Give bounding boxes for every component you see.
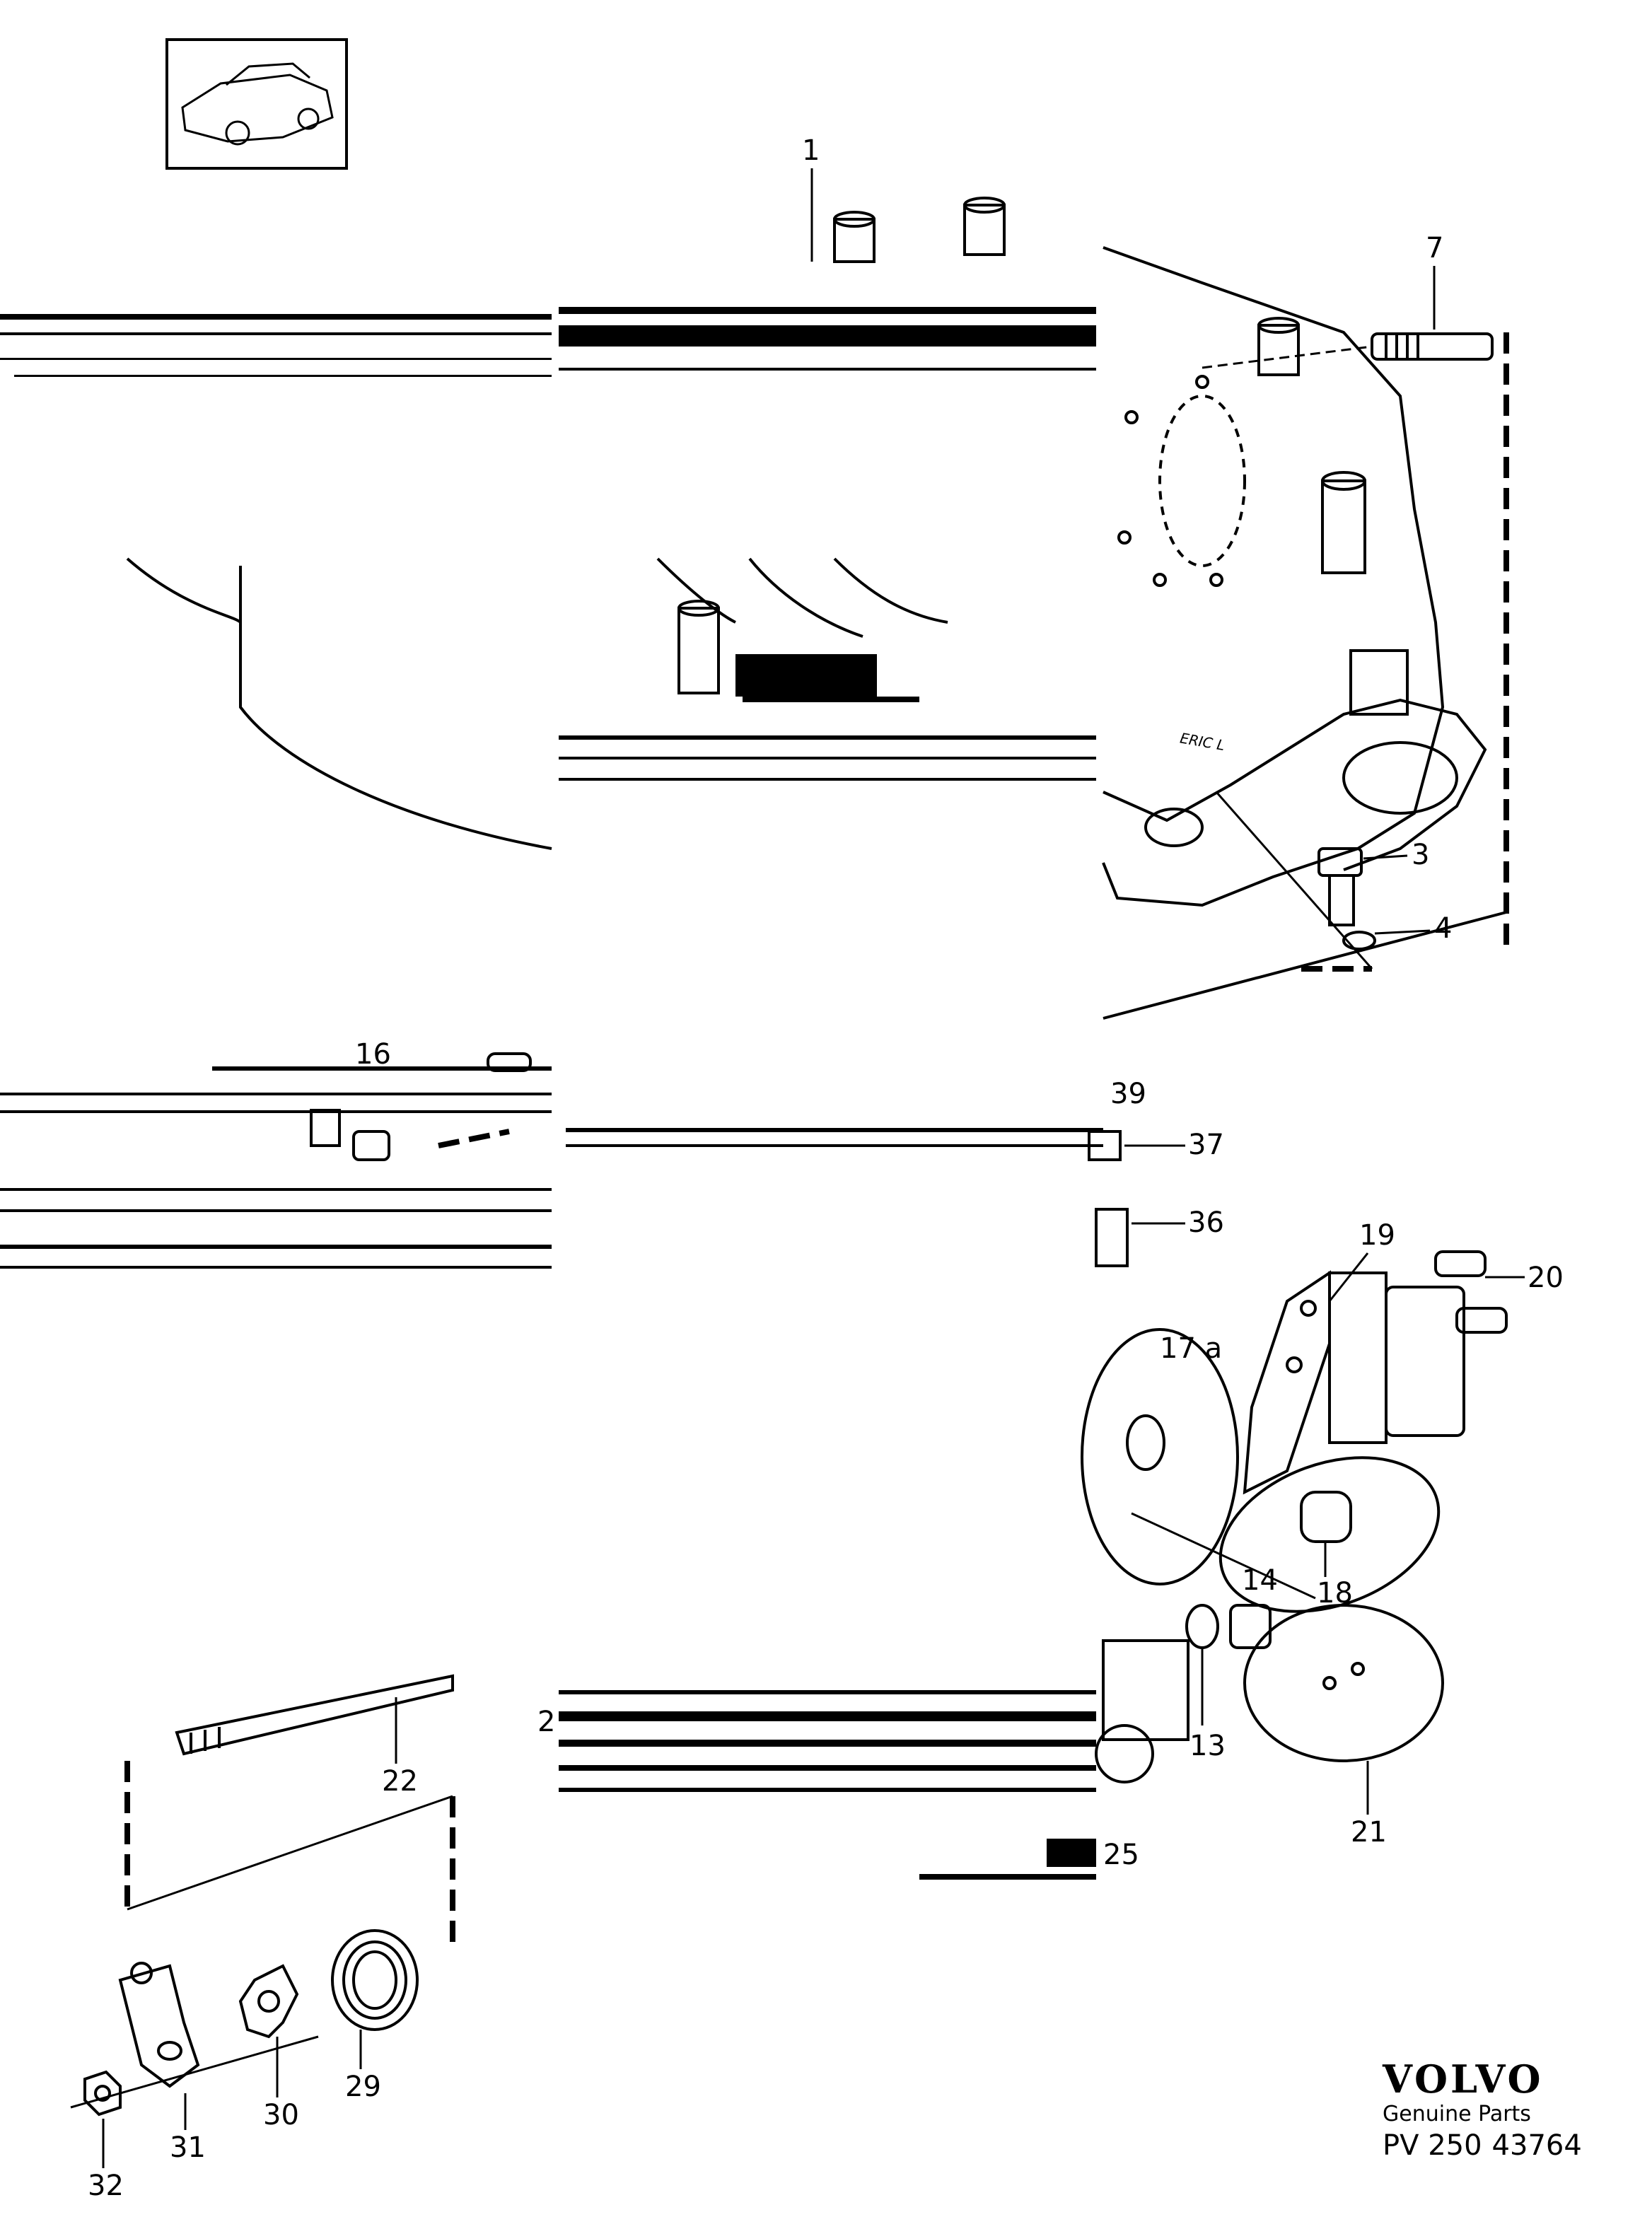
- callout-30: 30: [263, 2099, 299, 2131]
- part-code-number: 43764: [1491, 2129, 1582, 2162]
- callout-20: 20: [1528, 1262, 1564, 1294]
- fitting-36-37: [1088, 1130, 1129, 1267]
- leader-lines: [70, 345, 1373, 2109]
- vacuum-unit: [1081, 1270, 1465, 1613]
- intake-manifold: [126, 197, 1507, 1020]
- callout-25: 25: [1103, 1839, 1139, 1871]
- callout-1: 1: [802, 134, 820, 167]
- brand-block: VOLVO Genuine Parts PV 250 43764: [1383, 2058, 1616, 2163]
- callout-19: 19: [1359, 1219, 1395, 1252]
- callout-32: 32: [88, 2170, 124, 2202]
- callout-17a: 17 a: [1160, 1332, 1222, 1365]
- shaft-22: [175, 1674, 454, 1756]
- callout-18: 18: [1317, 1577, 1353, 1610]
- callout-22: 22: [382, 1765, 418, 1798]
- callout-13: 13: [1189, 1730, 1226, 1762]
- nut-32: [83, 2070, 122, 2117]
- part-code-prefix: PV 250: [1383, 2129, 1482, 2162]
- casting-stamp: ERIC L: [1179, 729, 1226, 754]
- callout-29: 29: [345, 2071, 381, 2103]
- washer-4: [1342, 931, 1376, 950]
- bolt-3: [1317, 847, 1363, 926]
- scan-artifacts: [0, 307, 1103, 1880]
- plug-16: [310, 1052, 532, 1161]
- fitting-25: [1095, 1639, 1189, 1783]
- callout-7: 7: [1426, 232, 1443, 264]
- diaphragm-21: [1243, 1604, 1444, 1762]
- assembly-lines: [124, 332, 1509, 1952]
- callout-4: 4: [1434, 912, 1452, 945]
- plate-30: [238, 1964, 299, 2039]
- washer-nut-13-14: [1185, 1604, 1272, 1649]
- stud-7: [1371, 332, 1494, 361]
- callout-37: 37: [1188, 1129, 1224, 1161]
- callout-31: 31: [170, 2131, 206, 2164]
- callout-3: 3: [1412, 839, 1429, 871]
- callout-39: 39: [1110, 1078, 1146, 1110]
- part-code: PV 250 43764: [1383, 2129, 1616, 2163]
- callout-36: 36: [1188, 1206, 1224, 1239]
- callout-2: 2: [537, 1706, 555, 1738]
- screw-20: [1434, 1250, 1508, 1334]
- spring-29: [331, 1929, 419, 2031]
- callout-16: 16: [355, 1038, 391, 1071]
- callout-21: 21: [1351, 1816, 1387, 1849]
- callout-14: 14: [1242, 1564, 1278, 1597]
- volvo-logo: VOLVO: [1383, 2056, 1544, 2102]
- lever-31: [118, 1962, 200, 2088]
- car-thumbnail: [165, 38, 348, 170]
- brand-subtitle: Genuine Parts: [1383, 2102, 1531, 2126]
- callouts: 1 7 3 4 16 39 37 36 19 20 17 a 18 14 13 …: [88, 134, 1564, 2202]
